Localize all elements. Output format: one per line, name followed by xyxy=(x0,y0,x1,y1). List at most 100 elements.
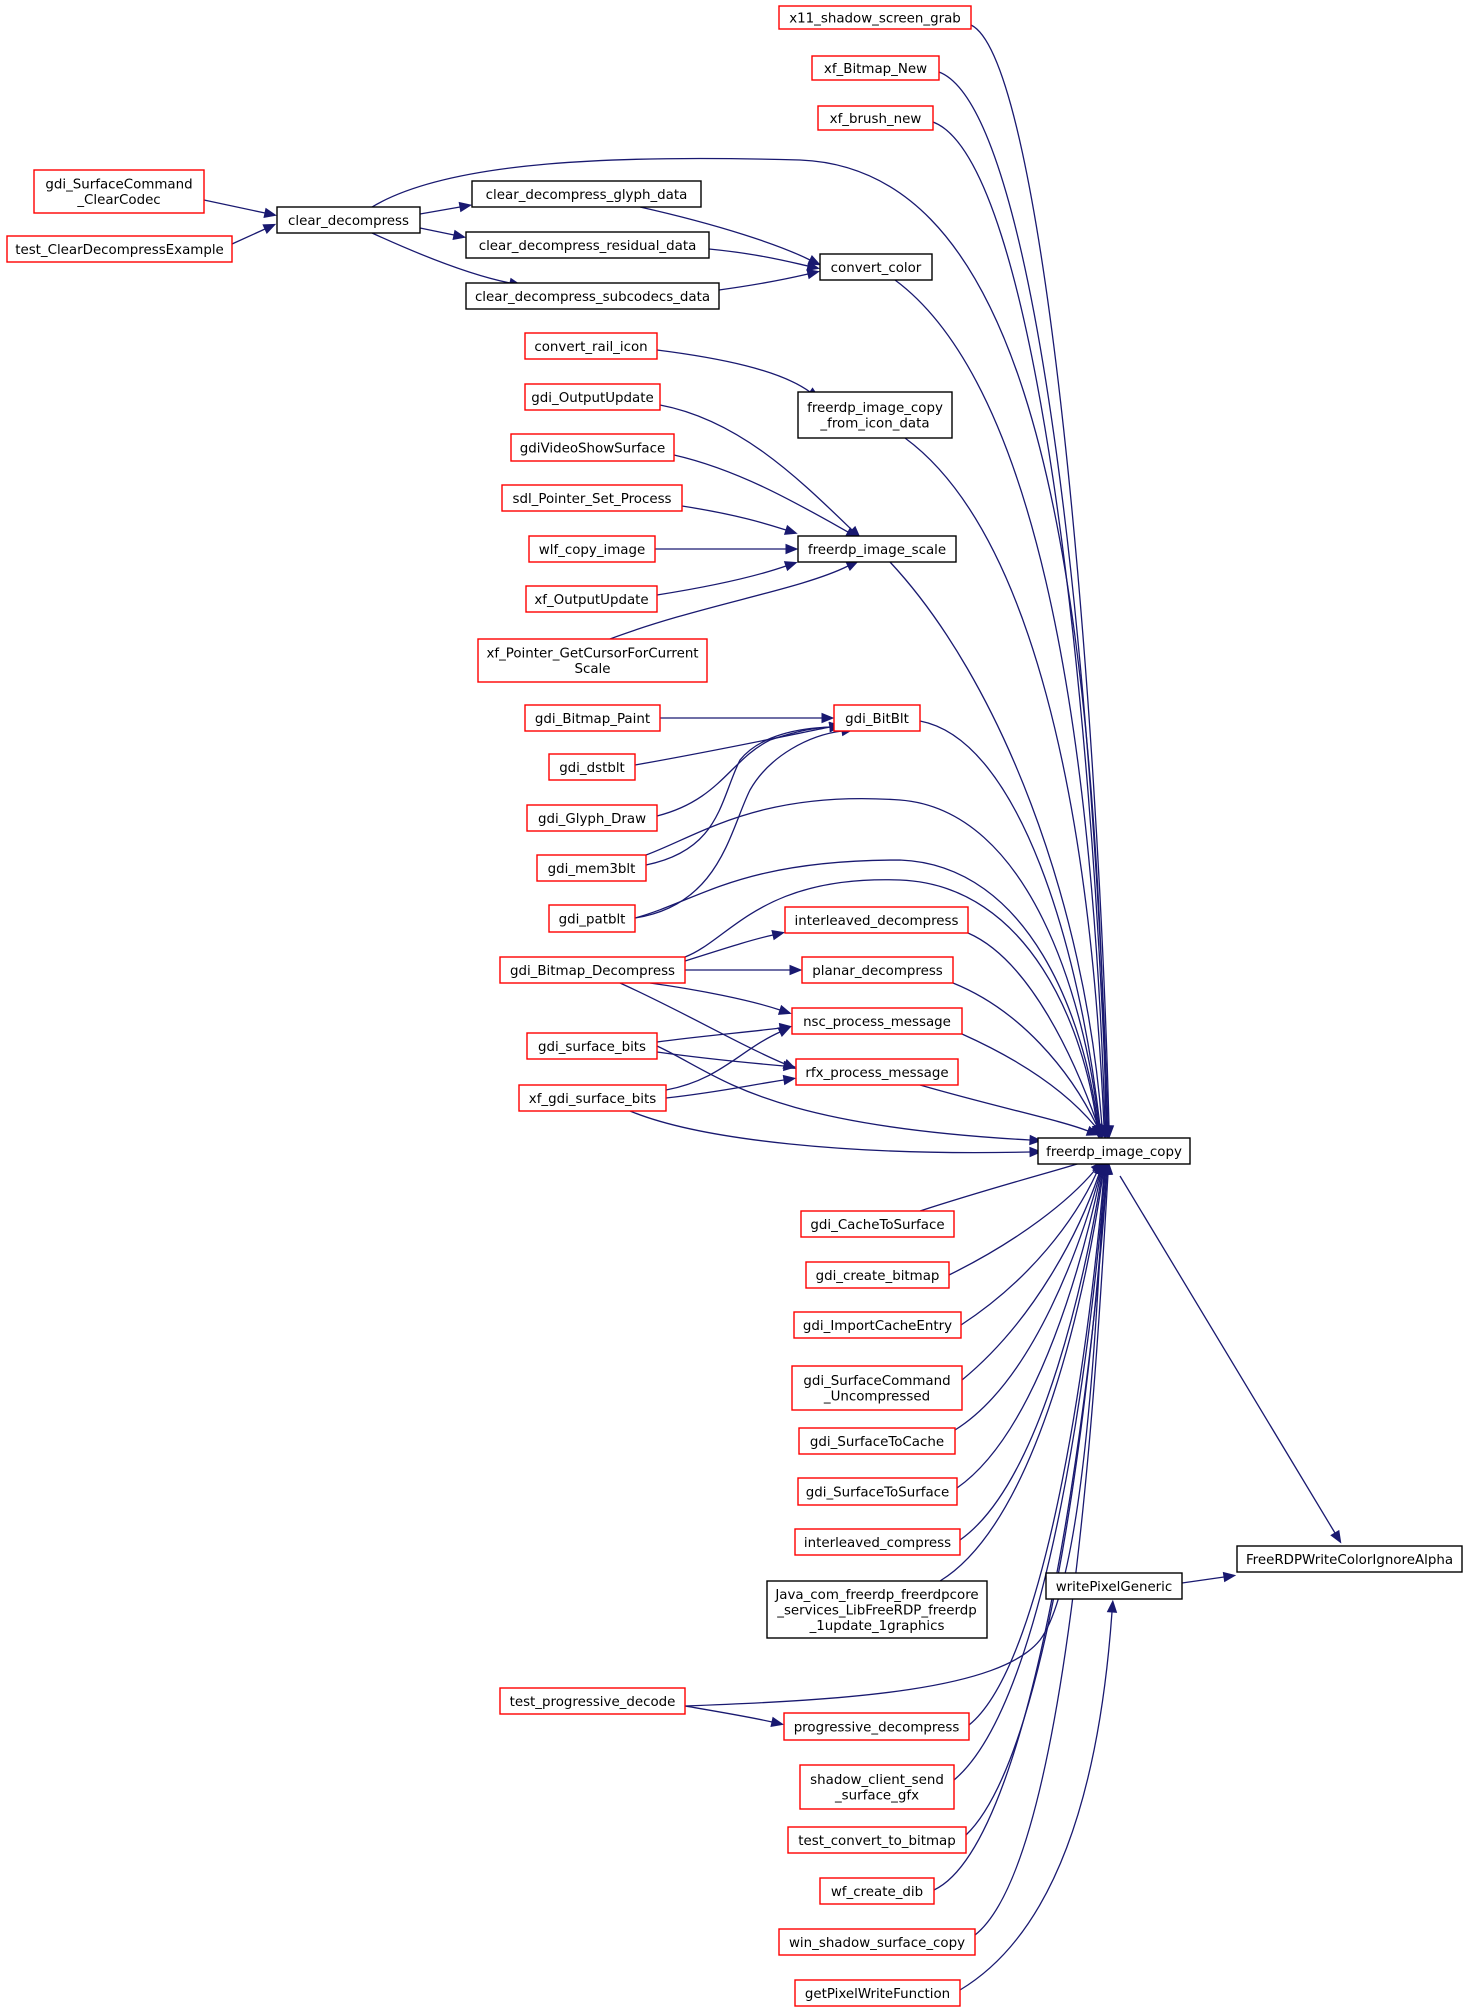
node-gdi-outputupdate[interactable]: gdi_OutputUpdate xyxy=(524,383,661,411)
edge-gdi-bitmap-paint-to-gdi-bitblt-arrowhead xyxy=(821,712,835,724)
node-label: xf_Pointer_GetCursorForCurrent xyxy=(486,647,698,662)
edge-xf-gdi-surface-bits-to-nsc-process-message-arrowhead xyxy=(777,1026,792,1037)
node-label: clear_decompress_subcodecs_data xyxy=(475,290,710,305)
edge-gdivideoshowsurface-to-freerdp-image-scale xyxy=(673,454,849,533)
node-box xyxy=(819,1877,935,1905)
node-box xyxy=(548,753,636,781)
node-label: _Uncompressed xyxy=(823,1390,930,1405)
node-test-cleardecompressexample[interactable]: test_ClearDecompressExample xyxy=(6,235,233,263)
edge-sdl-pointer-set-process-to-freerdp-image-scale-arrowhead xyxy=(783,524,798,535)
node-label: wlf_copy_image xyxy=(539,543,645,558)
node-clear-decompress-residual-data: clear_decompress_residual_data xyxy=(465,231,710,259)
node-rfx-process-message[interactable]: rfx_process_message xyxy=(795,1058,959,1086)
node-xf-outputupdate[interactable]: xf_OutputUpdate xyxy=(525,585,658,613)
node-xf-bitmap-new[interactable]: xf_Bitmap_New xyxy=(811,55,940,81)
edge-wlf-copy-image-to-freerdp-image-scale-arrowhead xyxy=(785,543,799,555)
node-gdivideoshowsurface[interactable]: gdiVideoShowSurface xyxy=(510,433,675,462)
node-label: progressive_decompress xyxy=(794,1720,960,1735)
node-shadow-client-send-surface-gfx[interactable]: shadow_client_send_surface_gfx xyxy=(799,1764,955,1810)
node-gdi-bitblt[interactable]: gdi_BitBlt xyxy=(833,704,921,732)
node-gdi-create-bitmap[interactable]: gdi_create_bitmap xyxy=(805,1261,950,1289)
edge-freerdp-image-copy-to-freerdpwritecolorignorealpha-arrowhead xyxy=(1330,1529,1342,1544)
node-gdi-patblt[interactable]: gdi_patblt xyxy=(548,904,636,933)
edge-clear-decompress-to-clear-decompress-residual-data-arrowhead xyxy=(452,229,467,241)
node-test-convert-to-bitmap[interactable]: test_convert_to_bitmap xyxy=(787,1826,967,1854)
node-gdi-surface-bits[interactable]: gdi_surface_bits xyxy=(526,1032,658,1060)
edge-xf-gdi-surface-bits-to-freerdp-image-copy-arrowhead xyxy=(1029,1146,1043,1158)
edge-xf-gdi-surface-bits-to-nsc-process-message xyxy=(665,1031,781,1091)
node-gdi-dstblt[interactable]: gdi_dstblt xyxy=(548,753,636,781)
edge-test-cleardecompressexample-to-clear-decompress xyxy=(231,228,266,245)
node-x11-shadow-screen-grab[interactable]: x11_shadow_screen_grab xyxy=(778,5,972,30)
node-box xyxy=(801,956,954,984)
node-box xyxy=(791,1007,963,1035)
node-box xyxy=(465,231,710,259)
edge-writepixelgeneric-to-freerdpwritecolorignorealpha xyxy=(1181,1576,1225,1584)
edge-clear-decompress-to-clear-decompress-residual-data xyxy=(419,227,455,236)
node-label: gdi_SurfaceToSurface xyxy=(806,1485,950,1500)
node-gdi-cachetosurface[interactable]: gdi_CacheToSurface xyxy=(800,1210,955,1238)
node-gdi-mem3blt[interactable]: gdi_mem3blt xyxy=(536,854,647,882)
node-wlf-copy-image[interactable]: wlf_copy_image xyxy=(528,535,656,563)
node-label: clear_decompress xyxy=(288,214,409,229)
node-win-shadow-surface-copy[interactable]: win_shadow_surface_copy xyxy=(778,1928,976,1956)
node-box xyxy=(1037,1137,1191,1165)
edge-gdi-bitblt-to-freerdp-image-copy xyxy=(919,720,1101,1127)
node-label: gdiVideoShowSurface xyxy=(520,441,665,456)
edge-xf-gdi-surface-bits-to-rfx-process-message xyxy=(665,1079,785,1099)
node-label: win_shadow_surface_copy xyxy=(789,1936,965,1951)
node-planar-decompress[interactable]: planar_decompress xyxy=(801,956,954,984)
node-box xyxy=(811,55,940,81)
edge-xf-brush-new-to-freerdp-image-copy xyxy=(932,121,1108,1127)
node-sdl-pointer-set-process[interactable]: sdl_Pointer_Set_Process xyxy=(501,484,683,512)
node-gdi-bitmap-paint[interactable]: gdi_Bitmap_Paint xyxy=(524,704,661,732)
node-label: clear_decompress_residual_data xyxy=(479,239,697,254)
node-nsc-process-message[interactable]: nsc_process_message xyxy=(791,1007,963,1035)
node-label: xf_brush_new xyxy=(830,112,922,127)
edge-rfx-process-message-to-freerdp-image-copy-arrowhead xyxy=(1085,1125,1100,1136)
node-label: convert_rail_icon xyxy=(534,340,647,355)
node-gdi-bitmap-decompress[interactable]: gdi_Bitmap_Decompress xyxy=(499,956,686,984)
node-getpixelwritefunction[interactable]: getPixelWriteFunction xyxy=(794,1979,961,2007)
node-box xyxy=(1236,1545,1463,1573)
node-gdi-surfacecommand-uncompressed[interactable]: gdi_SurfaceCommand_Uncompressed xyxy=(791,1365,963,1411)
node-interleaved-decompress[interactable]: interleaved_decompress xyxy=(784,906,969,934)
edge-gdi-patblt-to-gdi-bitblt xyxy=(634,730,843,919)
node-gdi-surfacetosurface[interactable]: gdi_SurfaceToSurface xyxy=(797,1477,958,1506)
edge-gdi-surface-bits-to-rfx-process-message-arrowhead xyxy=(783,1060,797,1072)
node-gdi-glyph-draw[interactable]: gdi_Glyph_Draw xyxy=(526,804,658,832)
node-label: Scale xyxy=(574,662,610,677)
edge-gdi-bitmap-decompress-to-nsc-process-message-arrowhead xyxy=(777,1004,792,1015)
node-xf-gdi-surface-bits[interactable]: xf_gdi_surface_bits xyxy=(518,1084,667,1112)
node-label: _ClearCodec xyxy=(76,193,160,208)
node-label: gdi_Bitmap_Decompress xyxy=(510,964,675,979)
node-gdi-importcacheentry[interactable]: gdi_ImportCacheEntry xyxy=(793,1311,962,1339)
node-box xyxy=(794,1979,961,2007)
node-label: xf_gdi_surface_bits xyxy=(529,1092,656,1107)
node-label: gdi_Bitmap_Paint xyxy=(535,712,650,727)
node-clear-decompress-glyph-data: clear_decompress_glyph_data xyxy=(471,180,702,208)
node-gdi-surfacecommand-clearcodec[interactable]: gdi_SurfaceCommand_ClearCodec xyxy=(33,169,205,214)
edge-gdi-bitmap-decompress-to-nsc-process-message xyxy=(649,982,781,1011)
node-interleaved-compress[interactable]: interleaved_compress xyxy=(794,1528,961,1556)
node-wf-create-dib[interactable]: wf_create_dib xyxy=(819,1877,935,1905)
node-progressive-decompress[interactable]: progressive_decompress xyxy=(783,1712,970,1741)
node-label: interleaved_compress xyxy=(804,1536,951,1551)
node-box xyxy=(797,535,957,563)
node-test-progressive-decode[interactable]: test_progressive_decode xyxy=(499,1687,686,1715)
node-label: nsc_process_message xyxy=(803,1015,951,1030)
edge-gdi-mem3blt-to-gdi-bitblt xyxy=(645,726,831,866)
node-convert-rail-icon[interactable]: convert_rail_icon xyxy=(524,332,658,360)
node-label: gdi_create_bitmap xyxy=(816,1269,940,1284)
edge-nsc-process-message-to-freerdp-image-copy xyxy=(961,1033,1096,1127)
node-gdi-surfacetocache[interactable]: gdi_SurfaceToCache xyxy=(798,1427,956,1455)
node-xf-brush-new[interactable]: xf_brush_new xyxy=(817,105,934,131)
node-label: gdi_SurfaceToCache xyxy=(810,1435,944,1450)
edge-gdi-surface-bits-to-nsc-process-message xyxy=(656,1027,781,1043)
edge-clear-decompress-to-clear-decompress-subcodecs-data xyxy=(371,232,511,284)
node-writepixelgeneric: writePixelGeneric xyxy=(1045,1572,1183,1600)
node-box xyxy=(805,1261,950,1289)
node-box xyxy=(795,1058,959,1086)
edge-xf-outputupdate-to-freerdp-image-scale xyxy=(656,565,787,596)
